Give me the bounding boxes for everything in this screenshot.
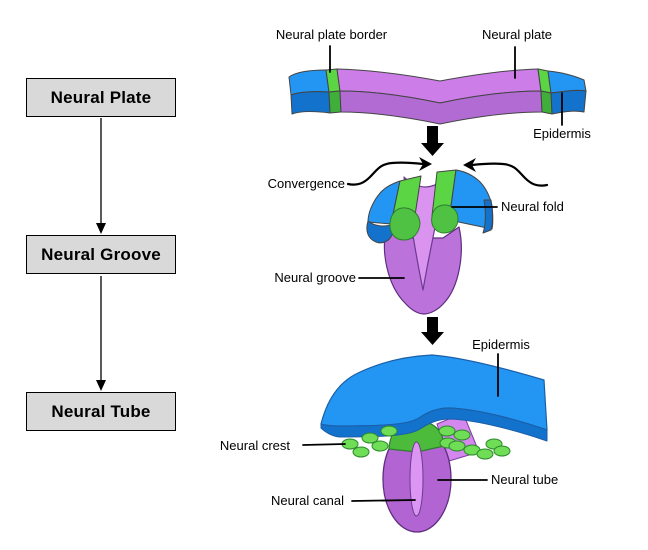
label-epidermis-stage1: Epidermis — [533, 126, 591, 141]
crest-cell — [361, 432, 379, 444]
leader-neural-crest — [302, 443, 346, 446]
convergence-arrow-right — [470, 162, 549, 187]
convergence-arrow-left — [346, 161, 425, 186]
flow-step-neural-groove: Neural Groove — [26, 235, 176, 274]
stage2-left-fold-epidermis-top — [367, 180, 401, 225]
label-neural-plate-border: Neural plate border — [275, 27, 388, 42]
stage3-crest-cells — [341, 425, 511, 460]
label-epidermis-stage3: Epidermis — [472, 337, 530, 352]
label-convergence: Convergence — [267, 176, 345, 191]
crest-cell — [371, 440, 389, 452]
crest-cell — [493, 445, 511, 457]
convergence-arrowhead-right — [463, 158, 476, 172]
leader-neural-canal — [351, 499, 416, 502]
stage2-right-fold-green-blob — [431, 204, 459, 234]
crest-cell — [352, 446, 370, 458]
flow-step-label: Neural Plate — [50, 87, 152, 107]
leader-lines — [302, 45, 563, 502]
stage2-left-fold-epidermis-curl — [366, 220, 394, 244]
flow-step-label: Neural Tube — [51, 401, 151, 421]
convergence-arrowhead-left — [419, 157, 432, 171]
stage3-neural-tube — [320, 354, 548, 533]
crest-cell — [476, 448, 494, 460]
label-neural-groove: Neural groove — [274, 270, 356, 285]
label-neural-tube: Neural tube — [491, 472, 559, 487]
down-arrow-2 — [421, 317, 444, 345]
stage1-epidermis-right-top — [547, 70, 587, 94]
flow-arrow-head-1 — [96, 223, 106, 234]
label-neural-canal: Neural canal — [271, 493, 344, 508]
flow-step-label: Neural Groove — [41, 244, 161, 264]
stage2-left-fold-green-blob — [389, 207, 421, 241]
flow-step-neural-plate: Neural Plate — [26, 78, 176, 117]
stage3-neural-canal — [409, 441, 424, 517]
stage1-border-left-front — [328, 90, 342, 114]
label-neural-crest: Neural crest — [219, 438, 290, 453]
stage1-border-right-front — [540, 90, 553, 115]
stage1-epidermis-left-front — [290, 91, 331, 115]
crest-cell — [448, 440, 466, 452]
flowchart-arrows — [96, 118, 106, 391]
crest-cell — [438, 425, 456, 437]
down-arrow-1 — [421, 126, 444, 156]
label-neural-plate: Neural plate — [481, 27, 553, 42]
stage1-neural-plate-slab — [288, 68, 587, 125]
convergence-arrows — [346, 161, 549, 187]
crest-cell — [380, 425, 398, 437]
label-neural-fold: Neural fold — [501, 199, 564, 214]
crest-cell — [453, 429, 471, 441]
flow-step-neural-tube: Neural Tube — [26, 392, 176, 431]
stage2-neural-groove — [346, 157, 549, 315]
stage1-epidermis-right-front — [550, 89, 587, 115]
flow-arrow-head-2 — [96, 380, 106, 391]
